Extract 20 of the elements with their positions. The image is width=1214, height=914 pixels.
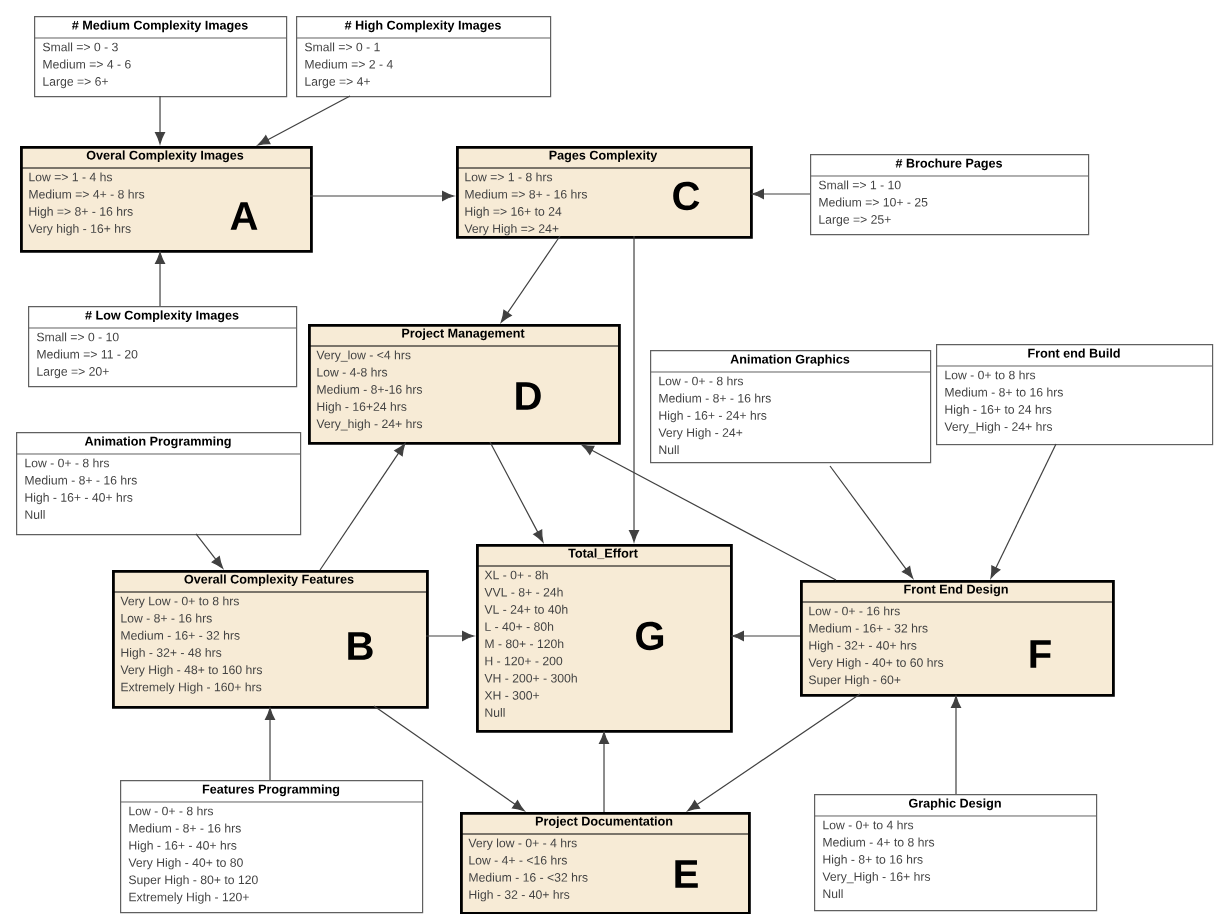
arrow [489, 441, 544, 543]
arrow [950, 695, 962, 795]
arrow [319, 443, 406, 571]
arrow [687, 693, 861, 812]
arrow [829, 465, 914, 579]
arrow [990, 443, 1057, 579]
arrow [599, 731, 610, 813]
arrow [155, 95, 166, 145]
arrow [373, 705, 525, 812]
arrow [264, 707, 276, 781]
arrow [309, 190, 455, 201]
arrow [195, 533, 224, 569]
arrow [500, 235, 561, 323]
arrow [257, 95, 351, 146]
arrow [155, 251, 166, 307]
arrow [731, 630, 801, 641]
arrow [629, 235, 640, 543]
arrow [425, 630, 475, 641]
arrow [751, 188, 811, 199]
arrow [581, 444, 837, 581]
